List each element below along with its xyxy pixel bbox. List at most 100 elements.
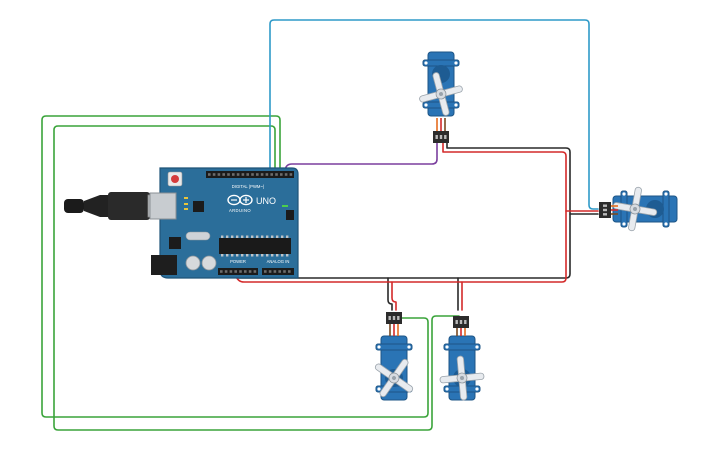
servo-bottom-left-lead (389, 324, 399, 336)
servo-right-connector[interactable] (599, 202, 611, 218)
header-pin[interactable] (280, 173, 283, 176)
header-pin[interactable] (229, 270, 233, 273)
chip-leg (241, 254, 244, 257)
header-pin[interactable] (260, 173, 264, 176)
chip-leg (281, 254, 284, 257)
power-header[interactable] (218, 268, 258, 275)
usb-port (149, 192, 177, 220)
icsp-header (286, 210, 294, 220)
led-on (282, 205, 288, 207)
header-pin[interactable] (232, 173, 235, 176)
servo-top[interactable] (413, 51, 469, 122)
led-rx (184, 208, 188, 210)
header-pin[interactable] (288, 270, 291, 273)
ground-bus-wire[interactable] (237, 142, 571, 279)
chip-leg (226, 254, 229, 257)
header-pin[interactable] (224, 270, 228, 273)
power-bus-wire[interactable] (235, 142, 567, 283)
header-pin[interactable] (246, 173, 249, 176)
header-pin[interactable] (227, 173, 230, 176)
chip-leg (281, 235, 284, 238)
header-pin[interactable] (222, 173, 225, 176)
chip-leg (276, 235, 279, 238)
header-pin[interactable] (256, 173, 259, 176)
atmega-microcontroller (219, 238, 291, 254)
arduino-uno-board[interactable]: DIGITAL (PWM~) POWER ANALOG IN ARDUINO U… (149, 167, 299, 279)
servo-top-connector[interactable] (433, 131, 449, 143)
header-pin[interactable] (208, 173, 211, 176)
purple-wire[interactable] (284, 142, 438, 173)
header-pin[interactable] (264, 270, 267, 273)
servo-top-lead (436, 118, 446, 131)
header-pin[interactable] (239, 270, 242, 273)
wires (41, 19, 599, 431)
analog-header[interactable] (262, 268, 294, 275)
header-pin[interactable] (278, 270, 281, 273)
chip-leg (256, 235, 259, 238)
servo-bottom-right[interactable] (437, 335, 487, 403)
chip-leg (226, 235, 229, 238)
chip-leg (256, 254, 259, 257)
header-pin[interactable] (270, 173, 273, 176)
header-pin[interactable] (268, 270, 272, 273)
dc-power-jack (151, 255, 177, 275)
chip-leg (221, 254, 224, 257)
analog-header-label: ANALOG IN (267, 259, 290, 264)
chip-leg (261, 235, 264, 238)
capacitor-1 (185, 255, 201, 271)
header-pin[interactable] (284, 173, 288, 176)
voltage-regulator (169, 237, 181, 249)
digital-header-label: DIGITAL (PWM~) (232, 184, 265, 189)
servo-bottom-right-lead (456, 328, 466, 336)
green-wire-outer[interactable] (41, 115, 429, 418)
chip-leg (221, 235, 224, 238)
cyan-wire[interactable] (269, 19, 599, 210)
chip-leg (271, 254, 274, 257)
header-pin[interactable] (220, 270, 223, 273)
chip-leg (241, 235, 244, 238)
digital-header[interactable] (206, 171, 294, 178)
header-pin[interactable] (289, 173, 293, 176)
header-pin[interactable] (283, 270, 286, 273)
servo-bottom-left-connector[interactable] (386, 312, 402, 324)
capacitor-2 (201, 255, 217, 271)
chip-leg (286, 235, 289, 238)
servo-bottom-left[interactable] (362, 335, 426, 410)
chip-leg (246, 254, 249, 257)
ground-wire-bottom-left[interactable] (387, 277, 393, 311)
arduino-logo (227, 194, 253, 206)
header-pin[interactable] (241, 173, 245, 176)
usb-cable (64, 192, 163, 220)
header-pin[interactable] (273, 270, 277, 273)
chip-leg (286, 254, 289, 257)
servo-bottom-right-connector[interactable] (453, 316, 469, 328)
header-pin[interactable] (265, 173, 269, 176)
green-wire-inner[interactable] (53, 125, 460, 431)
header-pin[interactable] (217, 173, 221, 176)
chip-leg (236, 254, 239, 257)
led-l (184, 197, 188, 199)
chip-leg (251, 235, 254, 238)
header-pin[interactable] (253, 270, 257, 273)
header-pin[interactable] (234, 270, 237, 273)
uno-model-text: UNO (256, 196, 276, 206)
header-pin[interactable] (236, 173, 240, 176)
power-wire-bottom-left[interactable] (391, 281, 397, 311)
servo-right-lead (611, 205, 618, 215)
header-pin[interactable] (212, 173, 216, 176)
power-header-label: POWER (230, 259, 246, 264)
header-pin[interactable] (275, 173, 278, 176)
header-pin[interactable] (251, 173, 254, 176)
chip-leg (231, 254, 234, 257)
crystal-oscillator (185, 231, 211, 241)
usb-controller-chip (193, 201, 204, 212)
chip-leg (276, 254, 279, 257)
chip-leg (236, 235, 239, 238)
chip-leg (251, 254, 254, 257)
arduino-logo-text: ARDUINO (229, 208, 251, 213)
servo-right[interactable] (609, 183, 678, 235)
header-pin[interactable] (248, 270, 252, 273)
header-pin[interactable] (244, 270, 247, 273)
chip-leg (271, 235, 274, 238)
